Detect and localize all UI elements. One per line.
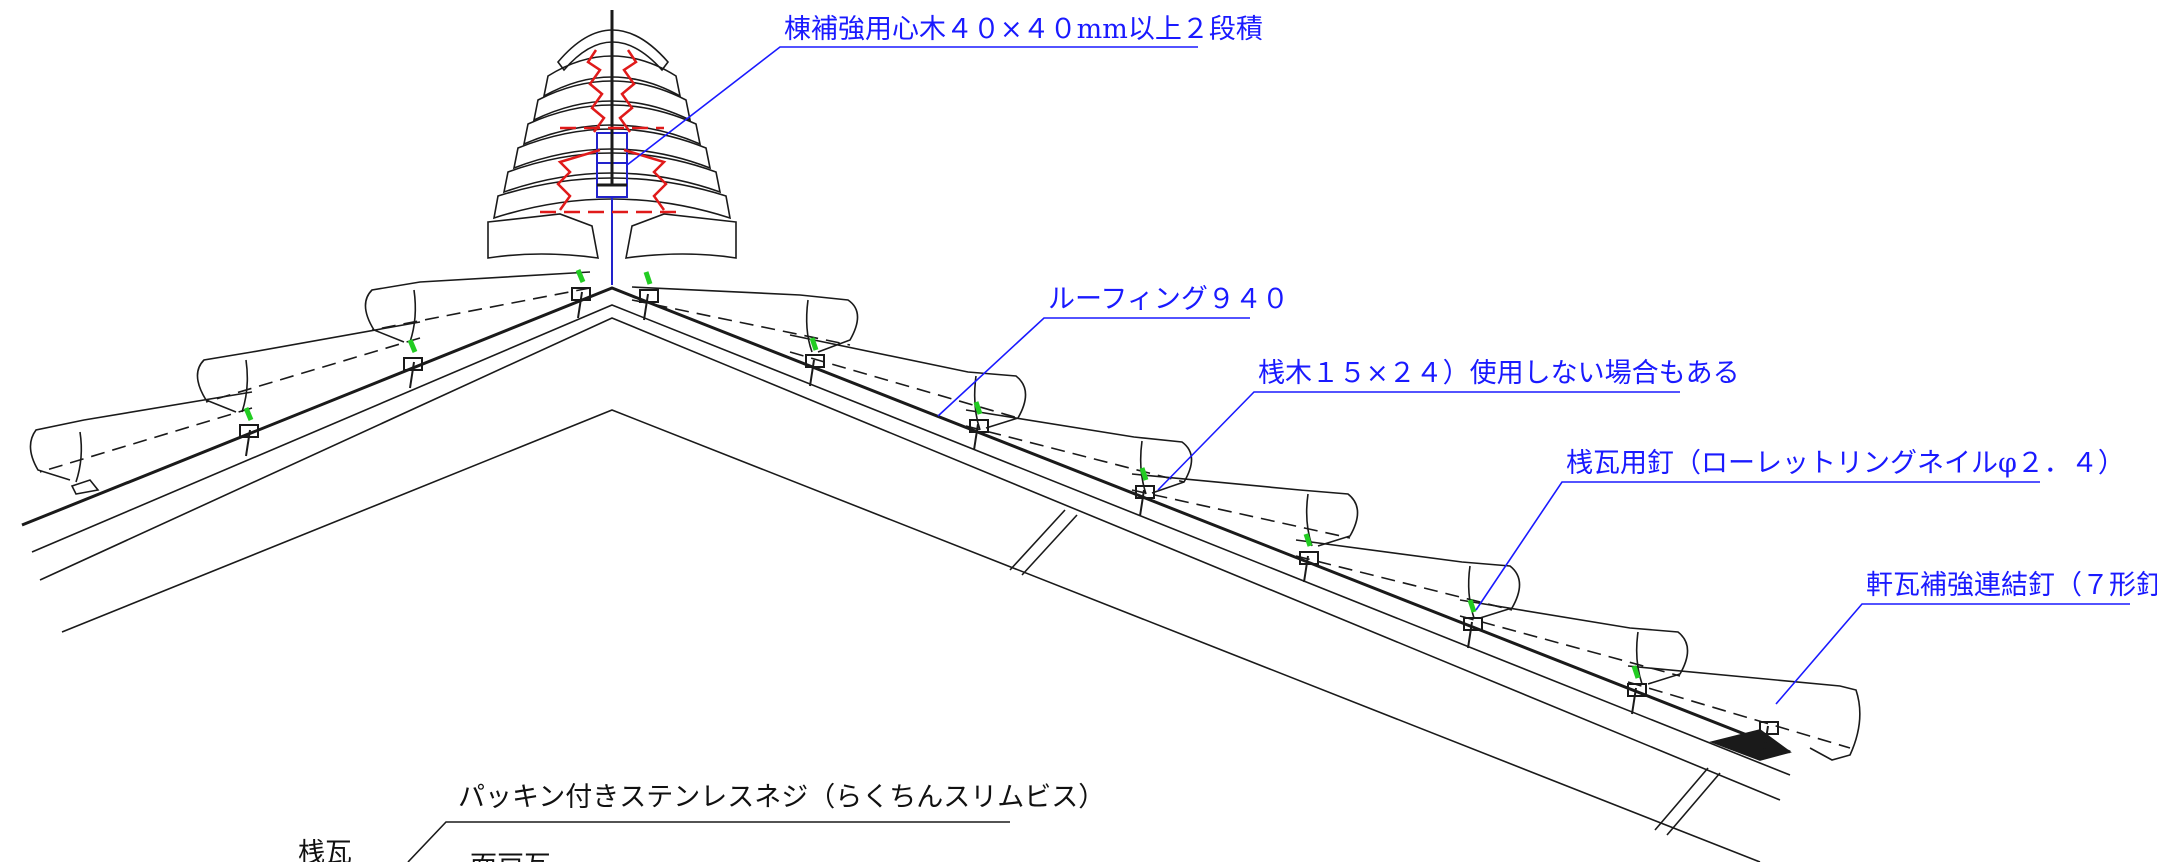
tile-nails xyxy=(239,269,1779,753)
nail xyxy=(639,271,659,321)
roof-tile xyxy=(965,409,1193,495)
roof-tile xyxy=(29,391,253,495)
nail xyxy=(239,407,259,457)
rafter-bottom-line xyxy=(61,409,1761,862)
nail xyxy=(1299,533,1319,583)
label-eave-nail: 軒瓦補強連結釘（７形釘） xyxy=(1866,570,2157,601)
leader-lines xyxy=(407,46,2130,862)
nail xyxy=(403,339,423,389)
label-packing-screw: パッキン付きステンレスネジ（らくちんスリムビス） xyxy=(458,782,1105,813)
roofing-line xyxy=(21,286,1791,754)
label-sangawara: 桟瓦 xyxy=(298,838,352,862)
sheathing-line xyxy=(31,304,1791,776)
ridge-cap xyxy=(556,29,670,72)
rafter-top-line xyxy=(39,317,1781,801)
label-ridge-core: 棟補強用心木４０×４０mm以上２段積 xyxy=(784,14,1263,45)
nail xyxy=(1463,599,1483,649)
roof-tile xyxy=(1295,539,1521,619)
nail xyxy=(1759,721,1779,753)
roof-tile xyxy=(1459,599,1689,685)
leader-batten xyxy=(1157,391,1680,491)
break-mark xyxy=(1021,514,1078,576)
ridge-noshi-tiles xyxy=(487,55,737,259)
break-mark xyxy=(1009,509,1066,571)
leader-ridge-core xyxy=(626,46,1198,166)
roof-tile xyxy=(1131,473,1359,547)
roof-structure xyxy=(21,286,1791,862)
eave-tile xyxy=(1627,665,1861,761)
roof-tile xyxy=(364,271,591,343)
label-men-gawara: 面戸瓦 xyxy=(470,851,551,862)
leader-packing-screw[interactable] xyxy=(407,821,1010,862)
nail xyxy=(1627,665,1647,715)
leader-tile-nail xyxy=(1475,481,2040,611)
nail xyxy=(805,337,825,387)
break-mark xyxy=(1666,772,1721,836)
ridge-stack xyxy=(487,10,737,285)
break-mark xyxy=(1654,767,1709,831)
roof-tiles-left xyxy=(29,271,591,495)
label-tile-nail: 桟瓦用釘（ローレットリングネイルφ２．４） xyxy=(1566,448,2125,479)
label-roofing: ルーフィング９４０ xyxy=(1048,284,1289,315)
label-batten: 桟木１５×２４）使用しない場合もある xyxy=(1258,358,1740,389)
leader-roofing xyxy=(937,317,1250,417)
roof-tile xyxy=(196,321,421,413)
nail xyxy=(571,269,591,319)
nail xyxy=(1135,467,1155,517)
nail xyxy=(969,401,989,451)
leader-eave-nail xyxy=(1775,603,2130,705)
ridge-tie-wires xyxy=(540,49,684,214)
